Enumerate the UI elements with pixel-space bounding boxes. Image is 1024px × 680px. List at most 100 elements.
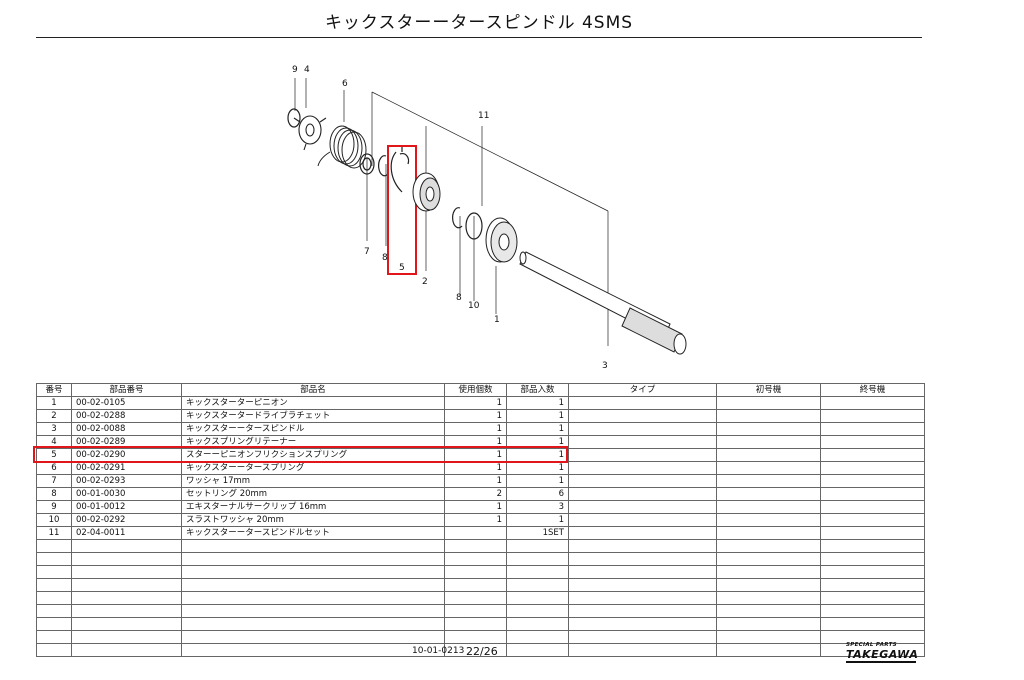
table-row (36, 630, 925, 644)
cell-no (36, 630, 72, 644)
cell-qty-pack (506, 552, 569, 566)
cell-part-number: 00-01-0030 (71, 487, 182, 501)
cell-no (36, 552, 72, 566)
callout-11: 11 (478, 111, 489, 121)
cell-qty-used (444, 552, 507, 566)
cell-qty-used: 1 (444, 474, 507, 488)
logo-underline (846, 661, 916, 663)
cell-type (568, 552, 717, 566)
cell-qty-used: 1 (444, 500, 507, 514)
cell-last-model (820, 474, 925, 488)
cell-last-model (820, 448, 925, 462)
cell-last-model (820, 461, 925, 475)
cell-part-number: 02-04-0011 (71, 526, 182, 540)
cell-qty-pack: 1 (506, 409, 569, 423)
cell-type (568, 643, 717, 657)
header-qty-used: 使用個数 (444, 383, 507, 397)
cell-qty-pack (506, 539, 569, 553)
cell-part-name: セットリング 20mm (181, 487, 445, 501)
cell-first-model (716, 487, 821, 501)
cell-qty-used (444, 630, 507, 644)
highlight-box-part-5 (387, 145, 417, 275)
cell-part-name (181, 565, 445, 579)
cell-qty-pack: 1 (506, 513, 569, 527)
cell-part-name (181, 539, 445, 553)
cell-qty-pack: 6 (506, 487, 569, 501)
page-title: キックスターータースピンドル 4SMS (324, 13, 634, 33)
ratchet-part-2 (412, 172, 441, 212)
cell-no: 1 (36, 396, 72, 410)
cell-first-model (716, 396, 821, 410)
cell-part-number: 00-02-0292 (71, 513, 182, 527)
document-code: 10-01-0213 (412, 646, 465, 656)
cell-no: 6 (36, 461, 72, 475)
cell-part-number: 00-01-0012 (71, 500, 182, 514)
cell-qty-used (444, 578, 507, 592)
cell-part-name: ワッシャ 17mm (181, 474, 445, 488)
cell-qty-pack: 1 (506, 461, 569, 475)
highlight-box-row-5 (33, 446, 568, 463)
cell-last-model (820, 513, 925, 527)
cell-last-model (820, 500, 925, 514)
cell-no: 11 (36, 526, 72, 540)
cell-no: 3 (36, 422, 72, 436)
header-part-name: 部品名 (181, 383, 445, 397)
cell-qty-used: 1 (444, 396, 507, 410)
cell-last-model (820, 539, 925, 553)
callout-4: 4 (304, 65, 310, 75)
pinion-part-1 (485, 217, 518, 263)
callout-9: 9 (292, 65, 298, 75)
cell-last-model (820, 409, 925, 423)
cell-part-number: 00-02-0105 (71, 396, 182, 410)
cell-type (568, 461, 717, 475)
cell-qty-used: 1 (444, 461, 507, 475)
leader-lines (294, 78, 609, 346)
cell-part-number (71, 643, 182, 657)
cell-type (568, 604, 717, 618)
logo-brand: TAKEGAWA (846, 648, 919, 661)
logo-tagline: SPECIAL PARTS (846, 642, 897, 648)
cell-last-model (820, 643, 925, 657)
cell-qty-pack: 1 (506, 474, 569, 488)
setring-part-8b (452, 207, 463, 229)
cell-part-name (181, 630, 445, 644)
cell-qty-used: 1 (444, 422, 507, 436)
title-divider (36, 37, 922, 38)
cell-part-number: 00-02-0088 (71, 422, 182, 436)
table-row (36, 565, 925, 579)
cell-first-model (716, 552, 821, 566)
cell-qty-used: 1 (444, 513, 507, 527)
cell-part-name (181, 643, 445, 657)
callout-5: 5 (399, 263, 405, 273)
cell-part-number: 00-02-0288 (71, 409, 182, 423)
spring-part-6 (317, 125, 367, 169)
spindle-part-3 (519, 251, 687, 355)
cell-no: 7 (36, 474, 72, 488)
retainer-part-4 (293, 115, 327, 151)
table-row (36, 539, 925, 553)
cell-no (36, 617, 72, 631)
cell-no: 2 (36, 409, 72, 423)
callout-8b: 8 (456, 293, 462, 303)
cell-part-name (181, 552, 445, 566)
cell-qty-used (444, 539, 507, 553)
cell-first-model (716, 617, 821, 631)
cell-type (568, 409, 717, 423)
friction-spring-part-5 (390, 146, 410, 193)
cell-part-name: キックスターータースピンドルセット (181, 526, 445, 540)
cell-last-model (820, 604, 925, 618)
cell-type (568, 630, 717, 644)
cell-part-number: 00-02-0291 (71, 461, 182, 475)
cell-last-model (820, 617, 925, 631)
cell-type (568, 513, 717, 527)
cell-part-number: 00-02-0293 (71, 474, 182, 488)
cell-no (36, 565, 72, 579)
washer-part-7 (359, 153, 375, 175)
cell-qty-used (444, 604, 507, 618)
cell-part-number (71, 565, 182, 579)
cell-type (568, 422, 717, 436)
